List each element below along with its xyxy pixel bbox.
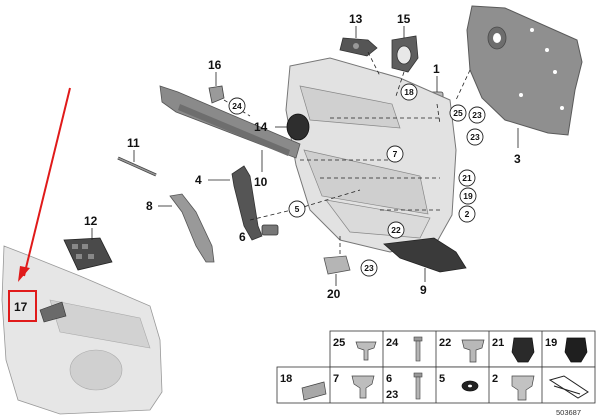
- svg-text:19: 19: [545, 337, 557, 349]
- svg-text:21: 21: [492, 337, 504, 349]
- part-10-armrest-trim: [159, 85, 301, 159]
- svg-text:2: 2: [492, 373, 498, 385]
- svg-text:2: 2: [465, 209, 470, 219]
- label-part-13: 13: [349, 12, 363, 26]
- part-20-reflector: [323, 255, 351, 275]
- legend-cell-25: 25: [333, 337, 377, 361]
- legend-cell-tool: [548, 375, 589, 399]
- svg-text:24: 24: [232, 101, 242, 111]
- door-overview: [1, 245, 163, 415]
- label-part-8: 8: [146, 199, 153, 213]
- callout-25: 25: [449, 104, 467, 122]
- svg-text:21: 21: [462, 173, 472, 183]
- callout-24: 24: [228, 97, 246, 115]
- svg-text:18: 18: [404, 87, 414, 97]
- callout-21: 21: [458, 169, 476, 187]
- label-part-6: 6: [239, 230, 246, 244]
- fastener-legend: 25 24 22 21 19 18: [276, 330, 596, 404]
- part-3-insulation-panel: [466, 5, 583, 136]
- label-part-4: 4: [195, 173, 202, 187]
- legend-cell-21: 21: [492, 337, 535, 363]
- label-part-12: 12: [84, 214, 98, 228]
- svg-text:18: 18: [280, 373, 292, 385]
- legend-cell-22: 22: [439, 337, 485, 363]
- part-14-speaker-cover: [286, 113, 310, 141]
- svg-text:22: 22: [391, 225, 401, 235]
- legend-cell-6: 6 23: [386, 372, 423, 401]
- label-part-16: 16: [208, 58, 222, 72]
- legend-cell-24: 24: [386, 336, 423, 362]
- label-part-11: 11: [127, 136, 140, 150]
- svg-text:23: 23: [472, 110, 482, 120]
- part-9-armrest: [383, 237, 467, 273]
- diagram-reference-number: 503687: [556, 408, 581, 417]
- label-part-1: 1: [433, 62, 440, 76]
- label-part-14: 14: [254, 120, 268, 134]
- part-16-clip: [208, 85, 225, 104]
- part-6-cap: [261, 224, 279, 236]
- svg-text:19: 19: [463, 191, 473, 201]
- label-part-10: 10: [254, 175, 268, 189]
- svg-text:23: 23: [470, 132, 480, 142]
- highlight-box-17: [8, 290, 37, 322]
- svg-text:7: 7: [393, 149, 398, 159]
- callout-23-a: 23: [468, 106, 486, 124]
- svg-text:25: 25: [333, 337, 345, 349]
- legend-cell-7: 7: [333, 373, 375, 399]
- highlight-arrow: [18, 87, 71, 282]
- part-8-grab-handle: [169, 193, 215, 263]
- svg-text:22: 22: [439, 337, 451, 349]
- part-13-bracket: [339, 37, 378, 57]
- svg-text:23: 23: [364, 263, 374, 273]
- legend-cell-2: 2: [492, 373, 535, 401]
- callout-2: 2: [458, 205, 476, 223]
- svg-text:6: 6: [386, 373, 392, 385]
- label-part-9: 9: [420, 283, 427, 297]
- part-11-rod: [117, 156, 157, 177]
- callout-18: 18: [400, 83, 418, 101]
- callout-7: 7: [386, 145, 404, 163]
- callout-19: 19: [459, 187, 477, 205]
- svg-text:25: 25: [453, 108, 463, 118]
- callouts: 24 18 25 23 23 7 21 19: [228, 83, 486, 277]
- legend-cell-18: 18: [280, 373, 327, 401]
- label-part-3: 3: [514, 152, 521, 166]
- label-part-17: 17: [14, 300, 28, 314]
- svg-text:5: 5: [295, 204, 300, 214]
- label-part-15: 15: [397, 12, 411, 26]
- part-12-switch-block: [63, 237, 113, 271]
- legend-cell-19: 19: [545, 337, 588, 363]
- part-15-speaker-ring: [391, 35, 419, 73]
- svg-text:7: 7: [333, 373, 339, 385]
- svg-text:5: 5: [439, 373, 445, 385]
- callout-5: 5: [288, 200, 306, 218]
- callout-23-b: 23: [466, 128, 484, 146]
- svg-text:24: 24: [386, 337, 399, 349]
- callout-23-c: 23: [360, 259, 378, 277]
- callout-22: 22: [387, 221, 405, 239]
- label-part-20: 20: [327, 287, 341, 301]
- svg-text:23: 23: [386, 389, 398, 401]
- part-4-door-handle: [231, 165, 263, 241]
- door-trim-panel: [285, 57, 457, 253]
- legend-cell-5: 5: [439, 373, 479, 392]
